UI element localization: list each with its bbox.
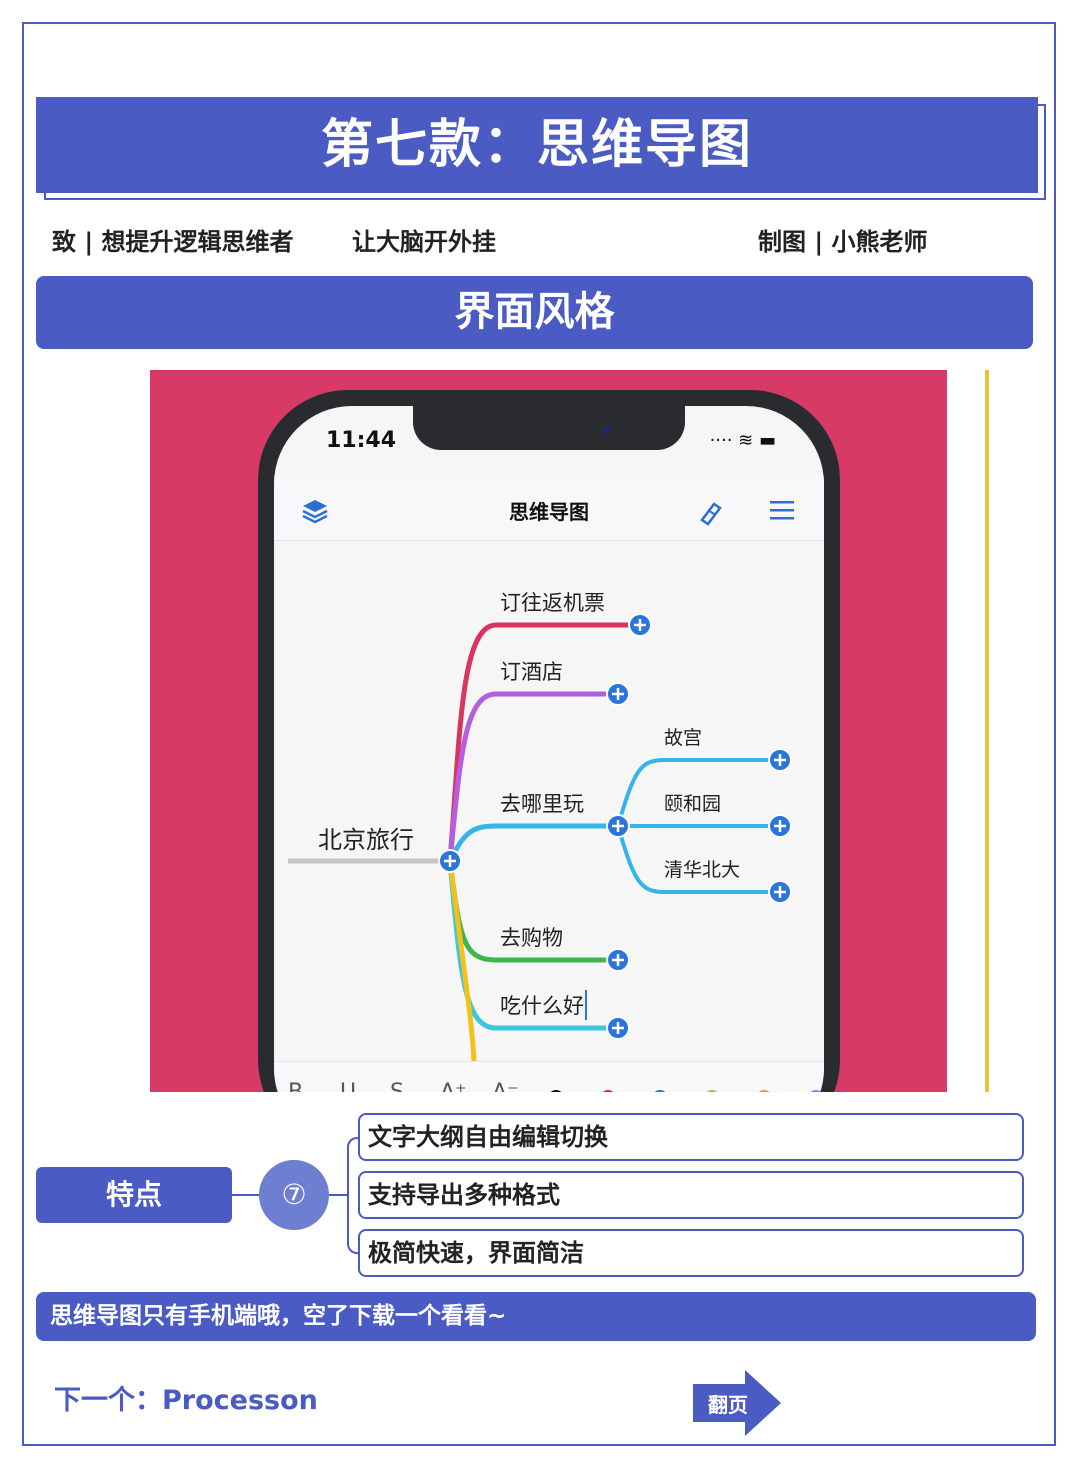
bold-button[interactable]: B: [288, 1080, 303, 1092]
flip-page-button[interactable]: 翻页: [708, 1393, 748, 1417]
phone-screen: 11:44 ···· ≋ ▬ 思维导图: [274, 406, 824, 1092]
branch-line-b3: [447, 823, 618, 863]
brush-icon[interactable]: [694, 496, 726, 533]
node-b3b[interactable]: 颐和园: [664, 793, 722, 815]
node-b3[interactable]: 去哪里玩: [500, 792, 584, 816]
node-b5[interactable]: 吃什么好: [500, 990, 587, 1020]
node-b1[interactable]: 订往返机票: [500, 591, 605, 615]
feature-item: 极简快速，界面简洁: [358, 1229, 1024, 1277]
node-b3c[interactable]: 清华北大: [664, 859, 741, 881]
font-bigger-button[interactable]: A⁺: [440, 1080, 467, 1092]
next-item-text[interactable]: 下一个：Processon: [54, 1385, 318, 1416]
branch-line-b6: [447, 860, 477, 1061]
feature-item: 文字大纲自由编辑切换: [358, 1113, 1024, 1161]
color-swatch-orange[interactable]: [756, 1090, 772, 1092]
connector-line-2: [329, 1194, 349, 1196]
color-swatch-green[interactable]: [704, 1090, 720, 1092]
features-label: 特点: [36, 1167, 232, 1223]
page-frame: [22, 22, 1056, 1446]
author-text: 制图 | 小熊老师: [758, 228, 928, 256]
menu-icon[interactable]: [768, 496, 796, 529]
branch-line-b2: [447, 691, 618, 862]
accent-line: [985, 370, 989, 1092]
feature-number: ⑦: [259, 1160, 329, 1230]
slogan-text: 让大脑开外挂: [352, 228, 496, 256]
phone-notch: [413, 406, 685, 450]
format-toolbar: B U S A⁺ A⁻: [274, 1061, 824, 1092]
plus-icons: [444, 619, 786, 1034]
connector-line: [232, 1194, 272, 1196]
layers-icon[interactable]: [300, 496, 330, 531]
app-title: 思维导图: [509, 500, 589, 524]
node-root[interactable]: 北京旅行: [318, 826, 414, 854]
feature-bracket: [347, 1137, 359, 1254]
color-swatch-purple[interactable]: [808, 1090, 824, 1092]
branch-line-b3a: [616, 758, 780, 827]
color-swatch-red[interactable]: [600, 1090, 616, 1092]
audience-text: 致 | 想提升逻辑思维者: [52, 228, 294, 256]
title-banner: [36, 97, 1038, 193]
color-swatch-black[interactable]: [548, 1090, 564, 1092]
mindmap-canvas[interactable]: 北京旅行 订往返机票 订酒店 去哪里玩 故宫 颐和园 清华北大 去购物 吃什么好: [274, 541, 824, 1061]
status-icons: ···· ≋ ▬: [709, 430, 776, 451]
mindmap-branches: [288, 613, 792, 1061]
color-swatch-blue[interactable]: [652, 1090, 668, 1092]
app-bar: 思维导图: [274, 476, 824, 541]
note-banner: 思维导图只有手机端哦，空了下载一个看看~: [36, 1292, 1036, 1341]
flip-arrow-icon[interactable]: [693, 1370, 783, 1436]
app-screenshot: 11:44 ···· ≋ ▬ 思维导图: [150, 370, 947, 1092]
phone-frame: 11:44 ···· ≋ ▬ 思维导图: [258, 390, 840, 1092]
strikethrough-button[interactable]: S: [390, 1080, 404, 1092]
section-title: 界面风格: [36, 276, 1033, 349]
node-b4[interactable]: 去购物: [500, 926, 563, 950]
node-b3a[interactable]: 故宫: [664, 727, 703, 749]
node-b2[interactable]: 订酒店: [500, 660, 563, 684]
camera-icon: [603, 426, 611, 434]
underline-button[interactable]: U: [340, 1080, 356, 1092]
status-time: 11:44: [326, 428, 397, 453]
branch-line-b3c: [616, 825, 780, 894]
page-title: 第七款：思维导图: [320, 115, 753, 175]
font-smaller-button[interactable]: A⁻: [492, 1080, 519, 1092]
feature-item: 支持导出多种格式: [358, 1171, 1024, 1219]
